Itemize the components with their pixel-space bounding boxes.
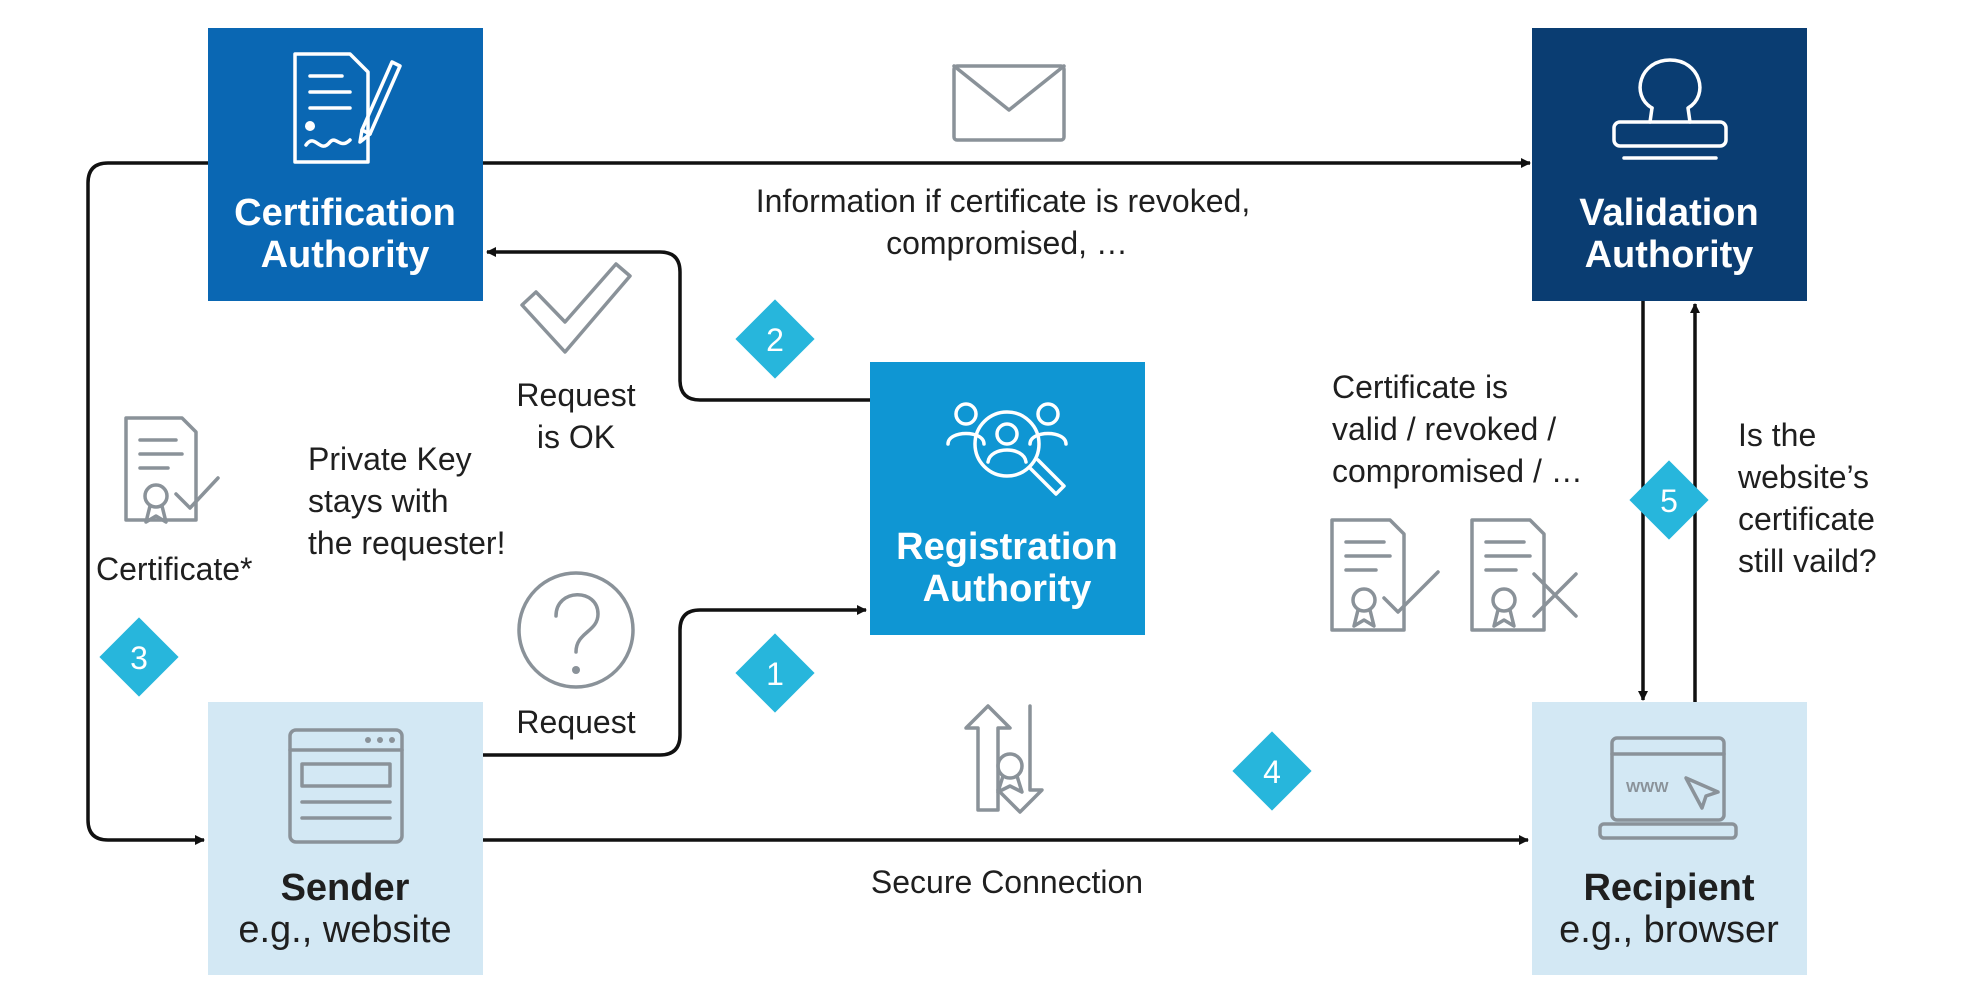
certificate-label: Certificate* xyxy=(96,551,253,587)
exchange-arrows-icon xyxy=(964,704,1044,814)
validity-question-line3: certificate xyxy=(1738,501,1875,537)
step-5-marker: 5 xyxy=(1629,460,1709,540)
ca-to-sender-arrow xyxy=(86,161,208,845)
certificate-icon xyxy=(124,416,220,524)
va-title-line2: Authority xyxy=(1585,234,1754,276)
step-5-number: 5 xyxy=(1660,483,1678,519)
private-key-line1: Private Key xyxy=(308,441,472,477)
private-key-line3: the requester! xyxy=(308,525,505,561)
step-4-marker: 4 xyxy=(1232,731,1312,811)
step-2-marker: 2 xyxy=(735,299,815,379)
recipient-title: Recipient xyxy=(1583,867,1754,909)
cert-status-line1: Certificate is xyxy=(1332,369,1508,405)
va-title-line1: Validation xyxy=(1579,192,1758,234)
secure-connection-label: Secure Connection xyxy=(871,864,1143,900)
validity-question-line4: still vaild? xyxy=(1738,543,1877,579)
certificate-valid-icon xyxy=(1330,518,1440,632)
laptop-www-icon: WWW xyxy=(1598,736,1738,840)
question-mark-icon xyxy=(517,571,635,689)
sender-to-ra-arrow xyxy=(483,605,867,757)
sender-subtitle: e.g., website xyxy=(238,909,451,951)
browser-window-icon xyxy=(288,728,404,844)
step-1-number: 1 xyxy=(766,656,784,692)
step-4-number: 4 xyxy=(1263,754,1281,790)
signed-document-icon xyxy=(293,52,402,164)
cert-status-line2: valid / revoked / xyxy=(1332,411,1556,447)
ra-to-ca-arrow xyxy=(486,247,870,402)
envelope-icon xyxy=(952,64,1066,142)
stamp-icon xyxy=(1612,58,1728,160)
step-3-marker: 3 xyxy=(99,617,179,697)
request-label: Request xyxy=(516,704,635,740)
checkmark-icon xyxy=(520,262,632,354)
ca-title-line1: Certification xyxy=(234,192,456,234)
user-search-icon xyxy=(946,402,1068,496)
validation-authority-node: Validation Authority xyxy=(1532,28,1807,301)
step-3-number: 3 xyxy=(130,640,148,676)
validity-question-line1: Is the xyxy=(1738,417,1816,453)
registration-authority-node: Registration Authority xyxy=(870,362,1145,635)
recipient-node: WWW Recipient e.g., browser xyxy=(1532,702,1807,975)
step-2-number: 2 xyxy=(766,322,784,358)
recipient-subtitle: e.g., browser xyxy=(1559,909,1779,951)
sender-node: Sender e.g., website xyxy=(208,702,483,975)
validity-question-line2: website’s xyxy=(1737,459,1869,495)
revocation-info-line2: compromised, … xyxy=(886,225,1128,261)
ca-title-line2: Authority xyxy=(261,234,430,276)
request-ok-line1: Request xyxy=(516,377,635,413)
ra-title-line2: Authority xyxy=(923,568,1092,610)
cert-status-line3: compromised / … xyxy=(1332,453,1583,489)
private-key-line2: stays with xyxy=(308,483,448,519)
certification-authority-node: Certification Authority xyxy=(208,28,483,301)
step-1-marker: 1 xyxy=(735,633,815,713)
request-ok-line2: is OK xyxy=(537,419,615,455)
revocation-info-line1: Information if certificate is revoked, xyxy=(756,183,1250,219)
svg-text:WWW: WWW xyxy=(1626,779,1669,796)
sender-title: Sender xyxy=(281,867,410,909)
certificate-invalid-icon xyxy=(1470,518,1578,632)
ra-title-line1: Registration xyxy=(896,526,1118,568)
